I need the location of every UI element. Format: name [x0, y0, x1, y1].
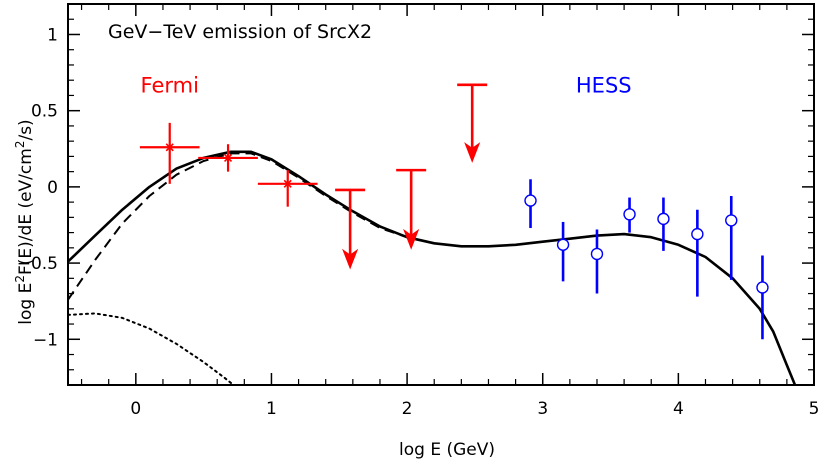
y-tick-label: 0.5: [31, 102, 58, 122]
x-tick-label: 3: [537, 399, 548, 419]
hess-data-point: [556, 221, 570, 282]
hess-data-point: [756, 255, 769, 340]
y-axis-label: log E2F(E)/dE (eV/cm2/s): [13, 119, 36, 324]
x-tick-label: 4: [673, 399, 684, 419]
data-points: [139, 83, 769, 340]
hess-circle-marker: [691, 227, 704, 241]
y-tick-label: 1: [47, 25, 58, 45]
x-tick-label: 5: [809, 399, 820, 419]
fermi-star-marker: [283, 179, 292, 188]
hess-circle-marker: [524, 194, 537, 207]
hess-data-point: [691, 209, 704, 297]
hess-circle-marker: [657, 212, 670, 226]
fermi-data-point: [139, 122, 200, 184]
fermi-data-point: [198, 144, 258, 172]
y-tick-label: −1: [33, 330, 58, 350]
fermi-star-marker: [223, 153, 233, 162]
annotation-label: HESS: [576, 73, 632, 97]
x-tick-label: 0: [130, 399, 141, 419]
model-curve-dashed: [68, 152, 435, 301]
hess-data-point: [725, 196, 738, 280]
fermi-upper-limit: [396, 168, 427, 250]
fermi-upper-limit: [457, 83, 488, 163]
upper-limit-arrowhead: [464, 142, 481, 163]
upper-limit-arrowhead: [342, 248, 359, 270]
upper-limit-arrowhead: [403, 228, 420, 250]
fermi-upper-limit: [335, 188, 366, 270]
y-tick-label: −0.5: [17, 254, 58, 274]
axis-ticks: [68, 3, 815, 386]
hess-circle-marker: [623, 208, 636, 221]
hess-data-point: [524, 179, 537, 229]
plot-frame: [67, 3, 815, 386]
annotation-label: Fermi: [141, 73, 199, 97]
chart-title: GeV−TeV emission of SrcX2: [108, 21, 372, 43]
x-tick-label: 2: [402, 399, 413, 419]
x-axis-label: log E (GeV): [399, 440, 495, 460]
fermi-data-point: [257, 170, 318, 207]
y-tick-label: 0: [47, 178, 58, 198]
model-curve-dotted: [68, 312, 235, 385]
hess-data-point: [623, 197, 636, 233]
model-curve-solid: [68, 150, 797, 385]
hess-circle-marker: [556, 238, 570, 251]
axis-tick-labels: 0 1 2 3 4 5 −1 −0.5 0 0.5 1: [17, 25, 820, 419]
hess-circle-marker: [725, 214, 738, 227]
hess-data-point: [590, 229, 604, 294]
annotations: Fermi HESS: [141, 73, 632, 97]
model-curves: [68, 150, 797, 385]
x-tick-label: 1: [266, 399, 277, 419]
hess-circle-marker: [756, 281, 769, 294]
hess-data-point: [657, 197, 670, 251]
fermi-star-marker: [165, 143, 174, 152]
hess-circle-marker: [590, 247, 604, 261]
